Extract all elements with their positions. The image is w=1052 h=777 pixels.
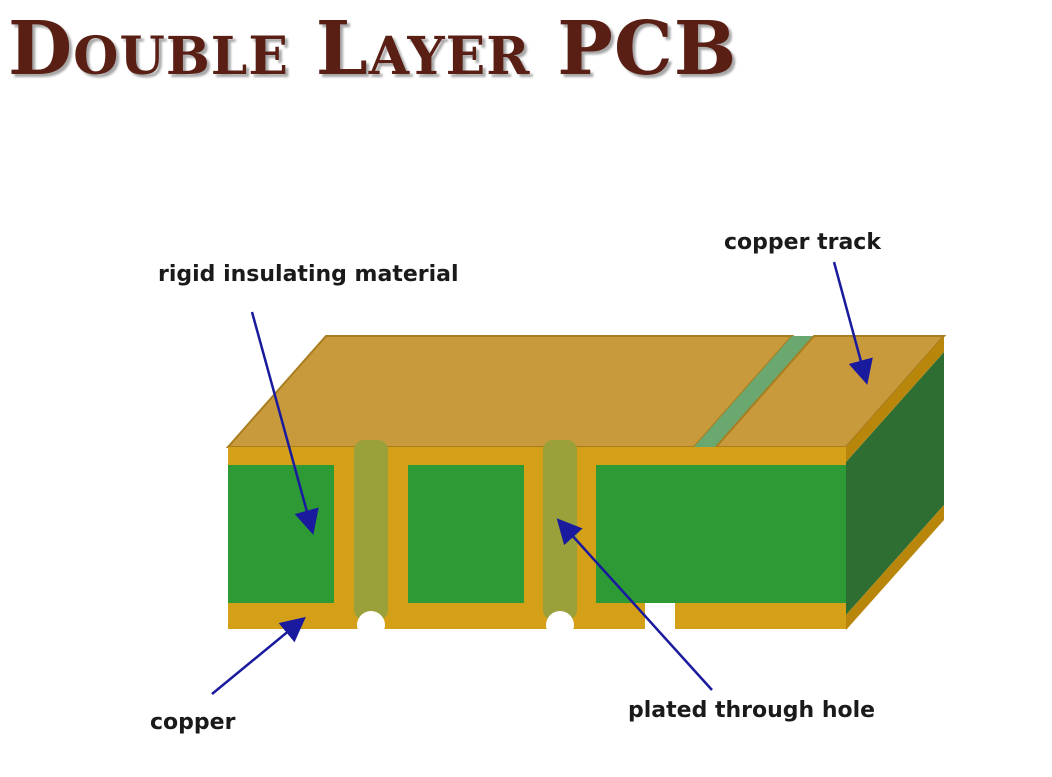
- top-copper-surface: [225, 335, 795, 448]
- page-title: Double Layer PCB: [8, 6, 738, 92]
- track-gap: [694, 336, 814, 447]
- label-copper-track: copper track: [724, 230, 881, 255]
- arrow-insulating: [250, 311, 319, 535]
- side-substrate: [846, 352, 944, 615]
- side-bottom-copper: [846, 505, 944, 630]
- via-right-barrel: [543, 440, 577, 620]
- arrow-copper: [211, 616, 306, 695]
- label-copper: copper: [150, 710, 236, 735]
- side-top-copper: [846, 336, 944, 462]
- via-right-hole: [546, 611, 574, 639]
- bottom-copper-gap: [645, 603, 675, 629]
- label-insulating: rigid insulating material: [158, 262, 459, 287]
- arrow-via: [556, 518, 713, 691]
- via-left-hole: [357, 611, 385, 639]
- arrow-track: [832, 261, 873, 385]
- label-plated-through-hole: plated through hole: [628, 698, 876, 723]
- via-left-barrel: [354, 440, 388, 620]
